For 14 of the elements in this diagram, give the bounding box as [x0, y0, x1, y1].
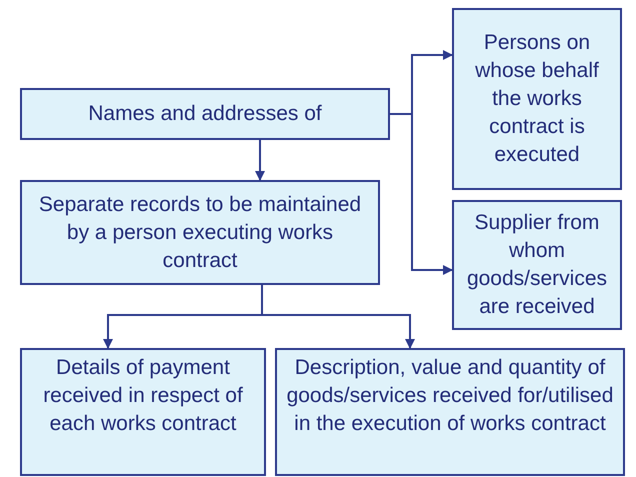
box-text: Supplier from whom goods/services are received: [466, 210, 608, 320]
process-box: [20, 348, 266, 476]
box-text: Names and addresses of: [88, 101, 322, 127]
box-text: Persons on whose behalf the works contract is executed: [474, 30, 600, 168]
process-box: [20, 88, 390, 140]
box-text: Separate records to be maintained by a person executing works contract: [38, 192, 362, 274]
process-box: [452, 8, 622, 190]
process-box: [20, 180, 380, 285]
box-text: Description, value and quantity of goods/services received for/utilised in the execution of works contract: [286, 355, 614, 437]
arrow: [255, 140, 265, 181]
box-text: Details of payment received in respect of each works contract: [42, 355, 244, 437]
process-box: [452, 200, 622, 330]
arrow: [261, 285, 415, 349]
process-box: [275, 348, 625, 476]
